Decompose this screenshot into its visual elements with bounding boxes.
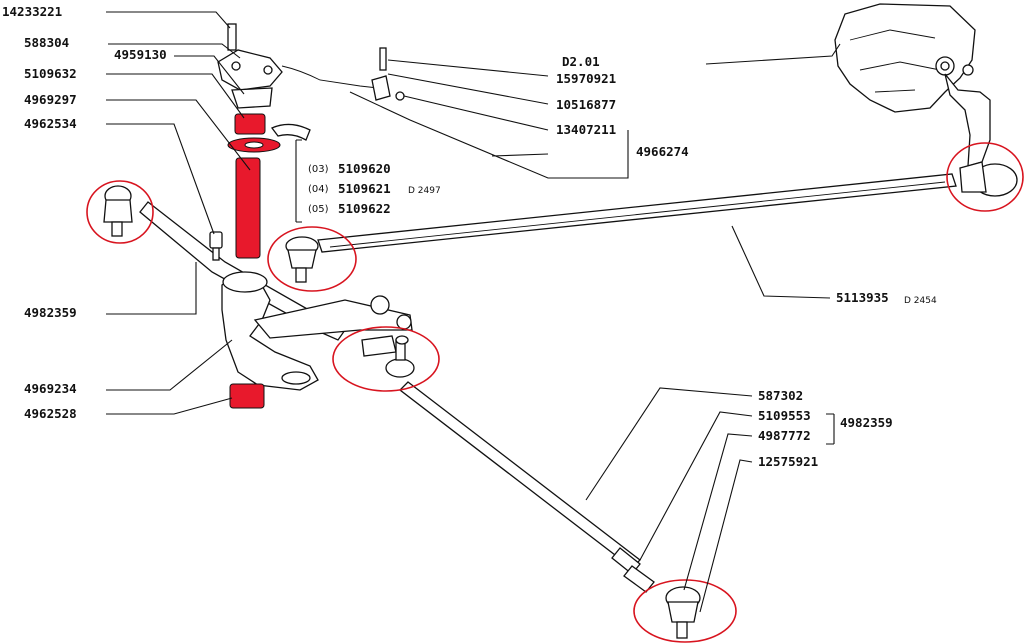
part-label: 10516877 [556, 97, 616, 112]
variant-code: (05) [308, 204, 329, 215]
highlight-circle-bottom [633, 579, 737, 643]
part-labels: 14233221 588304 4959130 5109632 4969297 … [2, 4, 893, 469]
lock-clip [270, 123, 311, 141]
part-label: 14233221 [2, 4, 62, 19]
part-label: 5109632 [24, 66, 77, 81]
part-label: 4966274 [636, 144, 689, 159]
part-label: 15970921 [556, 71, 616, 86]
ball-joint-center-lower [361, 335, 415, 378]
idler-arm [221, 271, 413, 391]
part-label: D2.01 [562, 54, 600, 69]
part-label: 587302 [758, 388, 803, 403]
part-label: 12575921 [758, 454, 818, 469]
part-label: 4969297 [24, 92, 77, 107]
variant-part: 5109620 [338, 161, 391, 176]
part-label: 4969234 [24, 381, 77, 396]
part-label: 4959130 [114, 47, 167, 62]
ball-joint-center-upper [285, 236, 319, 283]
drawing-ref: D 2454 [904, 296, 937, 306]
part-label: 4982359 [840, 415, 893, 430]
ball-joint-left [103, 185, 133, 237]
part-label: 13407211 [556, 122, 616, 137]
highlight-circle-left [86, 180, 154, 244]
long-tie-rod [317, 173, 957, 253]
part-label: 4962534 [24, 116, 77, 131]
variant-part: 5109621 [338, 181, 391, 196]
part-label: 5109553 [758, 408, 811, 423]
highlight-circle-right [946, 142, 1024, 212]
short-tie-rod [399, 381, 655, 593]
variant-code: (03) [308, 164, 329, 175]
variant-note: D 2497 [408, 186, 441, 196]
highlight-circle-center-lower [332, 326, 440, 392]
part-label: 4987772 [758, 428, 811, 443]
upper-bracket [217, 23, 379, 109]
part-label: 4962528 [24, 406, 77, 421]
part-label: 5113935 [836, 290, 889, 305]
bolt-4962534 [209, 231, 223, 261]
variant-list: (03) 5109620 (04) 5109621 D 2497 (05) 51… [308, 161, 441, 216]
part-label: 588304 [24, 35, 69, 50]
variant-code: (04) [308, 184, 329, 195]
ball-joint-bottom [665, 586, 701, 639]
highlight-circle-center-upper [267, 226, 357, 292]
highlighted-bushings [227, 113, 281, 409]
small-bolt-assembly [371, 47, 405, 101]
part-label: 4982359 [24, 305, 77, 320]
variant-part: 5109622 [338, 201, 391, 216]
leader-lines [106, 11, 841, 613]
ball-joint-right [959, 161, 1018, 197]
steering-box [834, 3, 991, 167]
